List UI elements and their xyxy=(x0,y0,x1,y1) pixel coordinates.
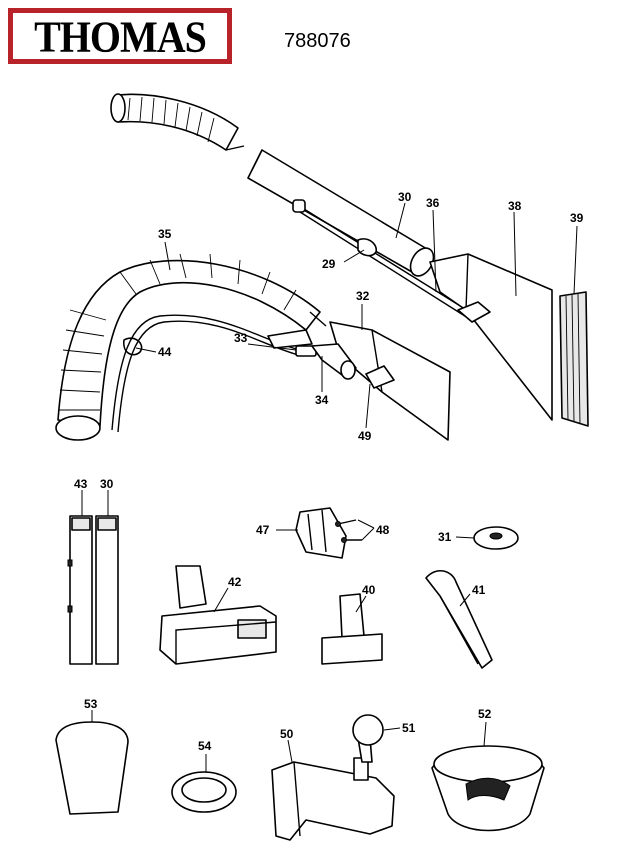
callout-52: 52 xyxy=(478,707,492,721)
nut-31 xyxy=(473,526,519,550)
callout-51: 51 xyxy=(402,721,416,735)
model-number: 788076 xyxy=(284,30,351,52)
callout-42: 42 xyxy=(228,575,242,589)
callout-35: 35 xyxy=(158,227,172,241)
water-tank-insert-50 xyxy=(271,757,395,841)
filter-bag-53 xyxy=(55,721,129,815)
spray-valve-34 xyxy=(311,343,357,380)
extension-tube-30 xyxy=(247,149,435,277)
screws-48 xyxy=(335,519,362,543)
callout-34: 34 xyxy=(315,393,329,407)
callout-53: 53 xyxy=(84,697,98,711)
sealing-ring-54 xyxy=(171,771,237,813)
callout-41: 41 xyxy=(472,583,486,597)
hand-tool-32 xyxy=(267,321,451,441)
callout-numbers: 30 36 38 39 29 35 32 33 44 34 49 43 30 4… xyxy=(74,190,584,753)
callout-30-section: 30 xyxy=(100,477,114,491)
callout-44: 44 xyxy=(158,345,172,359)
tube-section-30 xyxy=(95,515,119,665)
adapter-47 xyxy=(295,507,347,559)
grip-hose-section xyxy=(110,93,245,151)
float-valve-51 xyxy=(352,714,384,763)
callout-29: 29 xyxy=(322,257,336,271)
callout-48: 48 xyxy=(376,523,390,537)
brand-logo: THOMAS xyxy=(8,8,232,64)
upholstery-tool-40 xyxy=(321,593,383,665)
suction-hose-35 xyxy=(55,253,327,441)
crevice-tool-41 xyxy=(425,570,493,669)
callout-40: 40 xyxy=(362,583,376,597)
squeegee-blade-39 xyxy=(559,291,589,427)
water-filter-bowl-52 xyxy=(431,745,545,832)
brand-logo-plate: THOMAS xyxy=(13,11,227,61)
callout-32: 32 xyxy=(356,289,370,303)
callout-39: 39 xyxy=(570,211,584,225)
callout-31: 31 xyxy=(438,530,452,544)
callout-50: 50 xyxy=(280,727,294,741)
callout-38: 38 xyxy=(508,199,522,213)
leader-lines xyxy=(81,202,578,772)
valve-rod-36 xyxy=(292,199,471,319)
callout-36: 36 xyxy=(426,196,440,210)
callout-54: 54 xyxy=(198,739,212,753)
tube-section-43 xyxy=(67,515,93,665)
callout-49: 49 xyxy=(358,429,372,443)
callout-47: 47 xyxy=(256,523,270,537)
water-line-33 xyxy=(111,314,317,433)
floor-nozzle-42 xyxy=(159,565,277,665)
brand-logo-text: THOMAS xyxy=(34,11,207,61)
callout-33: 33 xyxy=(234,331,248,345)
upholstery-nozzle-38 xyxy=(429,253,553,421)
callout-30-tube: 30 xyxy=(398,190,412,204)
callout-43: 43 xyxy=(74,477,88,491)
